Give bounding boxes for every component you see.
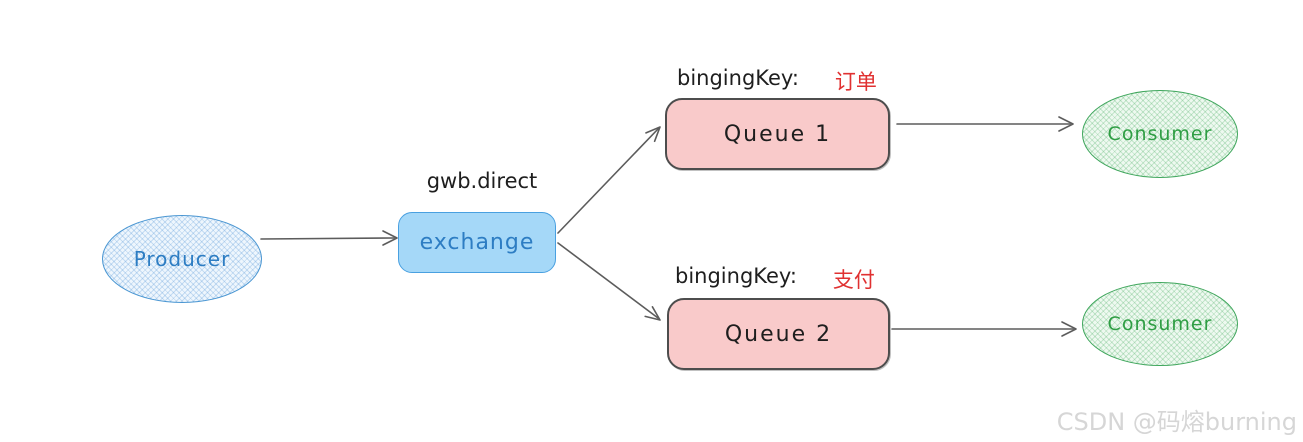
consumer2-label: Consumer: [1107, 313, 1213, 335]
queue1-label: Queue 1: [723, 121, 832, 147]
exchange-name-label: gwb.direct: [426, 169, 538, 193]
consumer1-node: Consumer: [1082, 90, 1238, 178]
consumer1-label: Consumer: [1107, 123, 1213, 145]
queue2-binding-key-label: bingingKey:: [675, 264, 797, 288]
queue1-binding-label: bingingKey: 订单: [677, 66, 877, 96]
exchange-node: exchange: [398, 212, 556, 273]
arrow-queue1-to-consumer1: [896, 116, 1074, 132]
producer-label: Producer: [133, 247, 231, 271]
arrow-queue2-to-consumer2: [891, 321, 1077, 337]
queue2-node: Queue 2: [667, 298, 890, 370]
arrow-exchange-to-queue1: [557, 126, 661, 234]
arrow-producer-to-exchange: [260, 230, 398, 246]
consumer2-node: Consumer: [1082, 282, 1238, 366]
arrow-exchange-to-queue2: [557, 242, 661, 321]
watermark: CSDN @码熔burning: [1056, 408, 1297, 436]
producer-node: Producer: [102, 215, 262, 303]
exchange-label: exchange: [419, 230, 535, 255]
queue2-label: Queue 2: [724, 321, 833, 347]
queue2-binding-key-value: 支付: [832, 268, 875, 292]
queue1-binding-key-label: bingingKey:: [677, 66, 799, 90]
queue2-binding-label: bingingKey: 支付: [675, 264, 875, 294]
queue1-binding-key-value: 订单: [834, 70, 877, 94]
queue1-node: Queue 1: [665, 98, 890, 170]
